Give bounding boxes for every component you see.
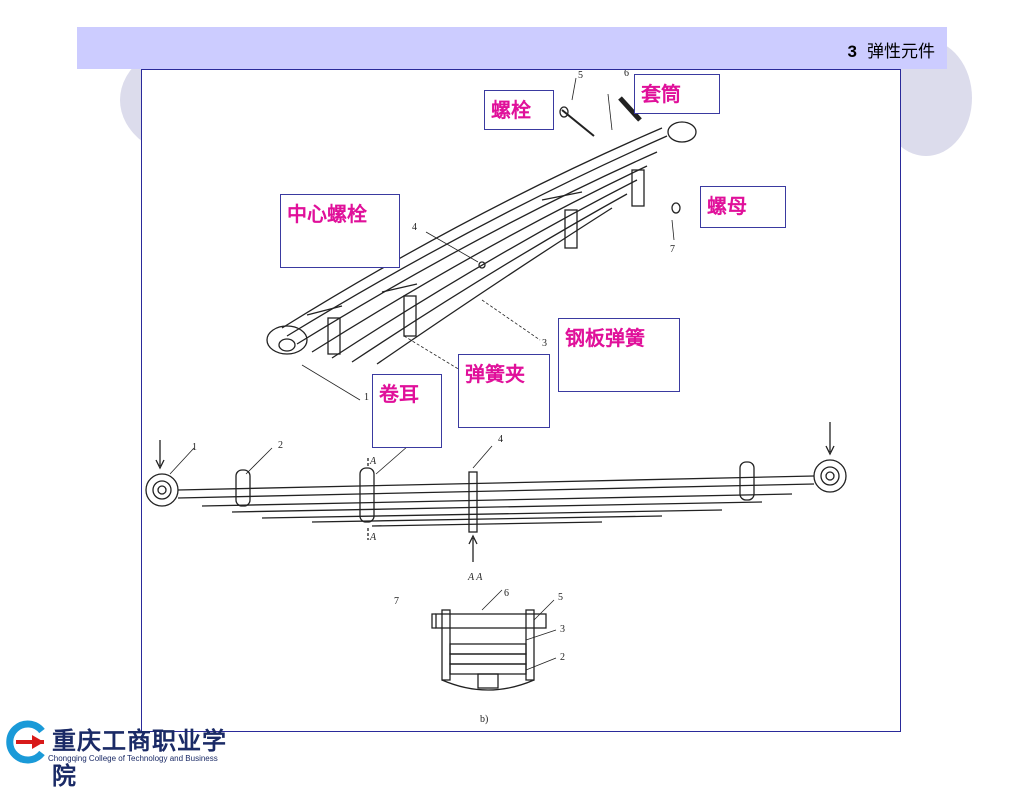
callout-bolt: 螺栓 xyxy=(484,90,554,130)
logo-mark-icon xyxy=(6,720,45,764)
label-7-lower: 7 xyxy=(394,596,399,607)
label-a-bottom: A xyxy=(369,532,377,543)
spring-leaf-6 xyxy=(351,193,628,363)
label-7-upper: 7 xyxy=(670,244,675,255)
label-3-section: 3 xyxy=(560,624,565,635)
spring-leaf-5 xyxy=(331,179,638,359)
center-bolt-part xyxy=(478,261,486,269)
spring-clip-2 xyxy=(403,295,417,337)
spring-leaf-1 xyxy=(281,127,663,329)
figure-frame: 5 6 4 7 3 2 1 1 2 3 4 A A A A 7 6 5 3 2 … xyxy=(141,69,901,732)
callout-spring-eye: 卷耳 xyxy=(372,374,442,448)
college-logo: 重庆工商职业学院 Chongqing College of Technology… xyxy=(0,715,240,790)
logo-name-en: Chongqing College of Technology and Busi… xyxy=(48,754,218,763)
callout-nut: 螺母 xyxy=(700,186,786,228)
label-1-upper: 1 xyxy=(364,392,369,403)
label-2-section: 2 xyxy=(560,652,565,663)
bolt-part xyxy=(561,109,595,137)
sleeve-part xyxy=(618,96,642,122)
label-4-upper: 4 xyxy=(412,222,417,233)
nut-part xyxy=(671,202,681,214)
section-view-aa xyxy=(431,589,557,691)
spring-leaf-7 xyxy=(376,207,613,365)
figure-caption: b) xyxy=(480,714,488,725)
spring-clip-4 xyxy=(631,169,645,207)
label-6-lower: 6 xyxy=(504,588,509,599)
spring-clip-3 xyxy=(564,209,578,249)
callout-leaf-spring: 钢板弹簧 xyxy=(558,318,680,392)
chapter-name: 弹性元件 xyxy=(867,42,935,62)
spring-leaf-2 xyxy=(286,135,668,337)
label-1-lower: 1 xyxy=(192,442,197,453)
callout-center-bolt: 中心螺栓 xyxy=(280,194,400,268)
leaf-spring-drawing: 5 6 4 7 3 2 1 1 2 3 4 A A A A 7 6 5 3 2 … xyxy=(145,70,847,725)
spring-leaf-4 xyxy=(311,165,648,353)
section-title: A A xyxy=(467,572,483,583)
label-3-upper: 3 xyxy=(542,338,547,349)
chapter-title: 3 弹性元件 xyxy=(848,37,935,62)
rear-spring-eye xyxy=(667,121,697,143)
label-4-lower: 4 xyxy=(498,434,503,445)
label-5: 5 xyxy=(578,70,583,81)
label-2-lower: 2 xyxy=(278,440,283,451)
label-a-top: A xyxy=(369,456,377,467)
label-5-lower: 5 xyxy=(558,592,563,603)
label-6: 6 xyxy=(624,70,629,79)
side-view-spring xyxy=(145,422,847,562)
header-bar: 3 弹性元件 xyxy=(77,27,947,69)
spring-leaf-3 xyxy=(296,151,658,345)
chapter-number: 3 xyxy=(847,42,857,61)
callout-spring-clip: 弹簧夹 xyxy=(458,354,550,428)
front-spring-eye xyxy=(266,325,308,355)
callout-sleeve: 套筒 xyxy=(634,74,720,114)
spring-clip-1 xyxy=(327,317,341,355)
